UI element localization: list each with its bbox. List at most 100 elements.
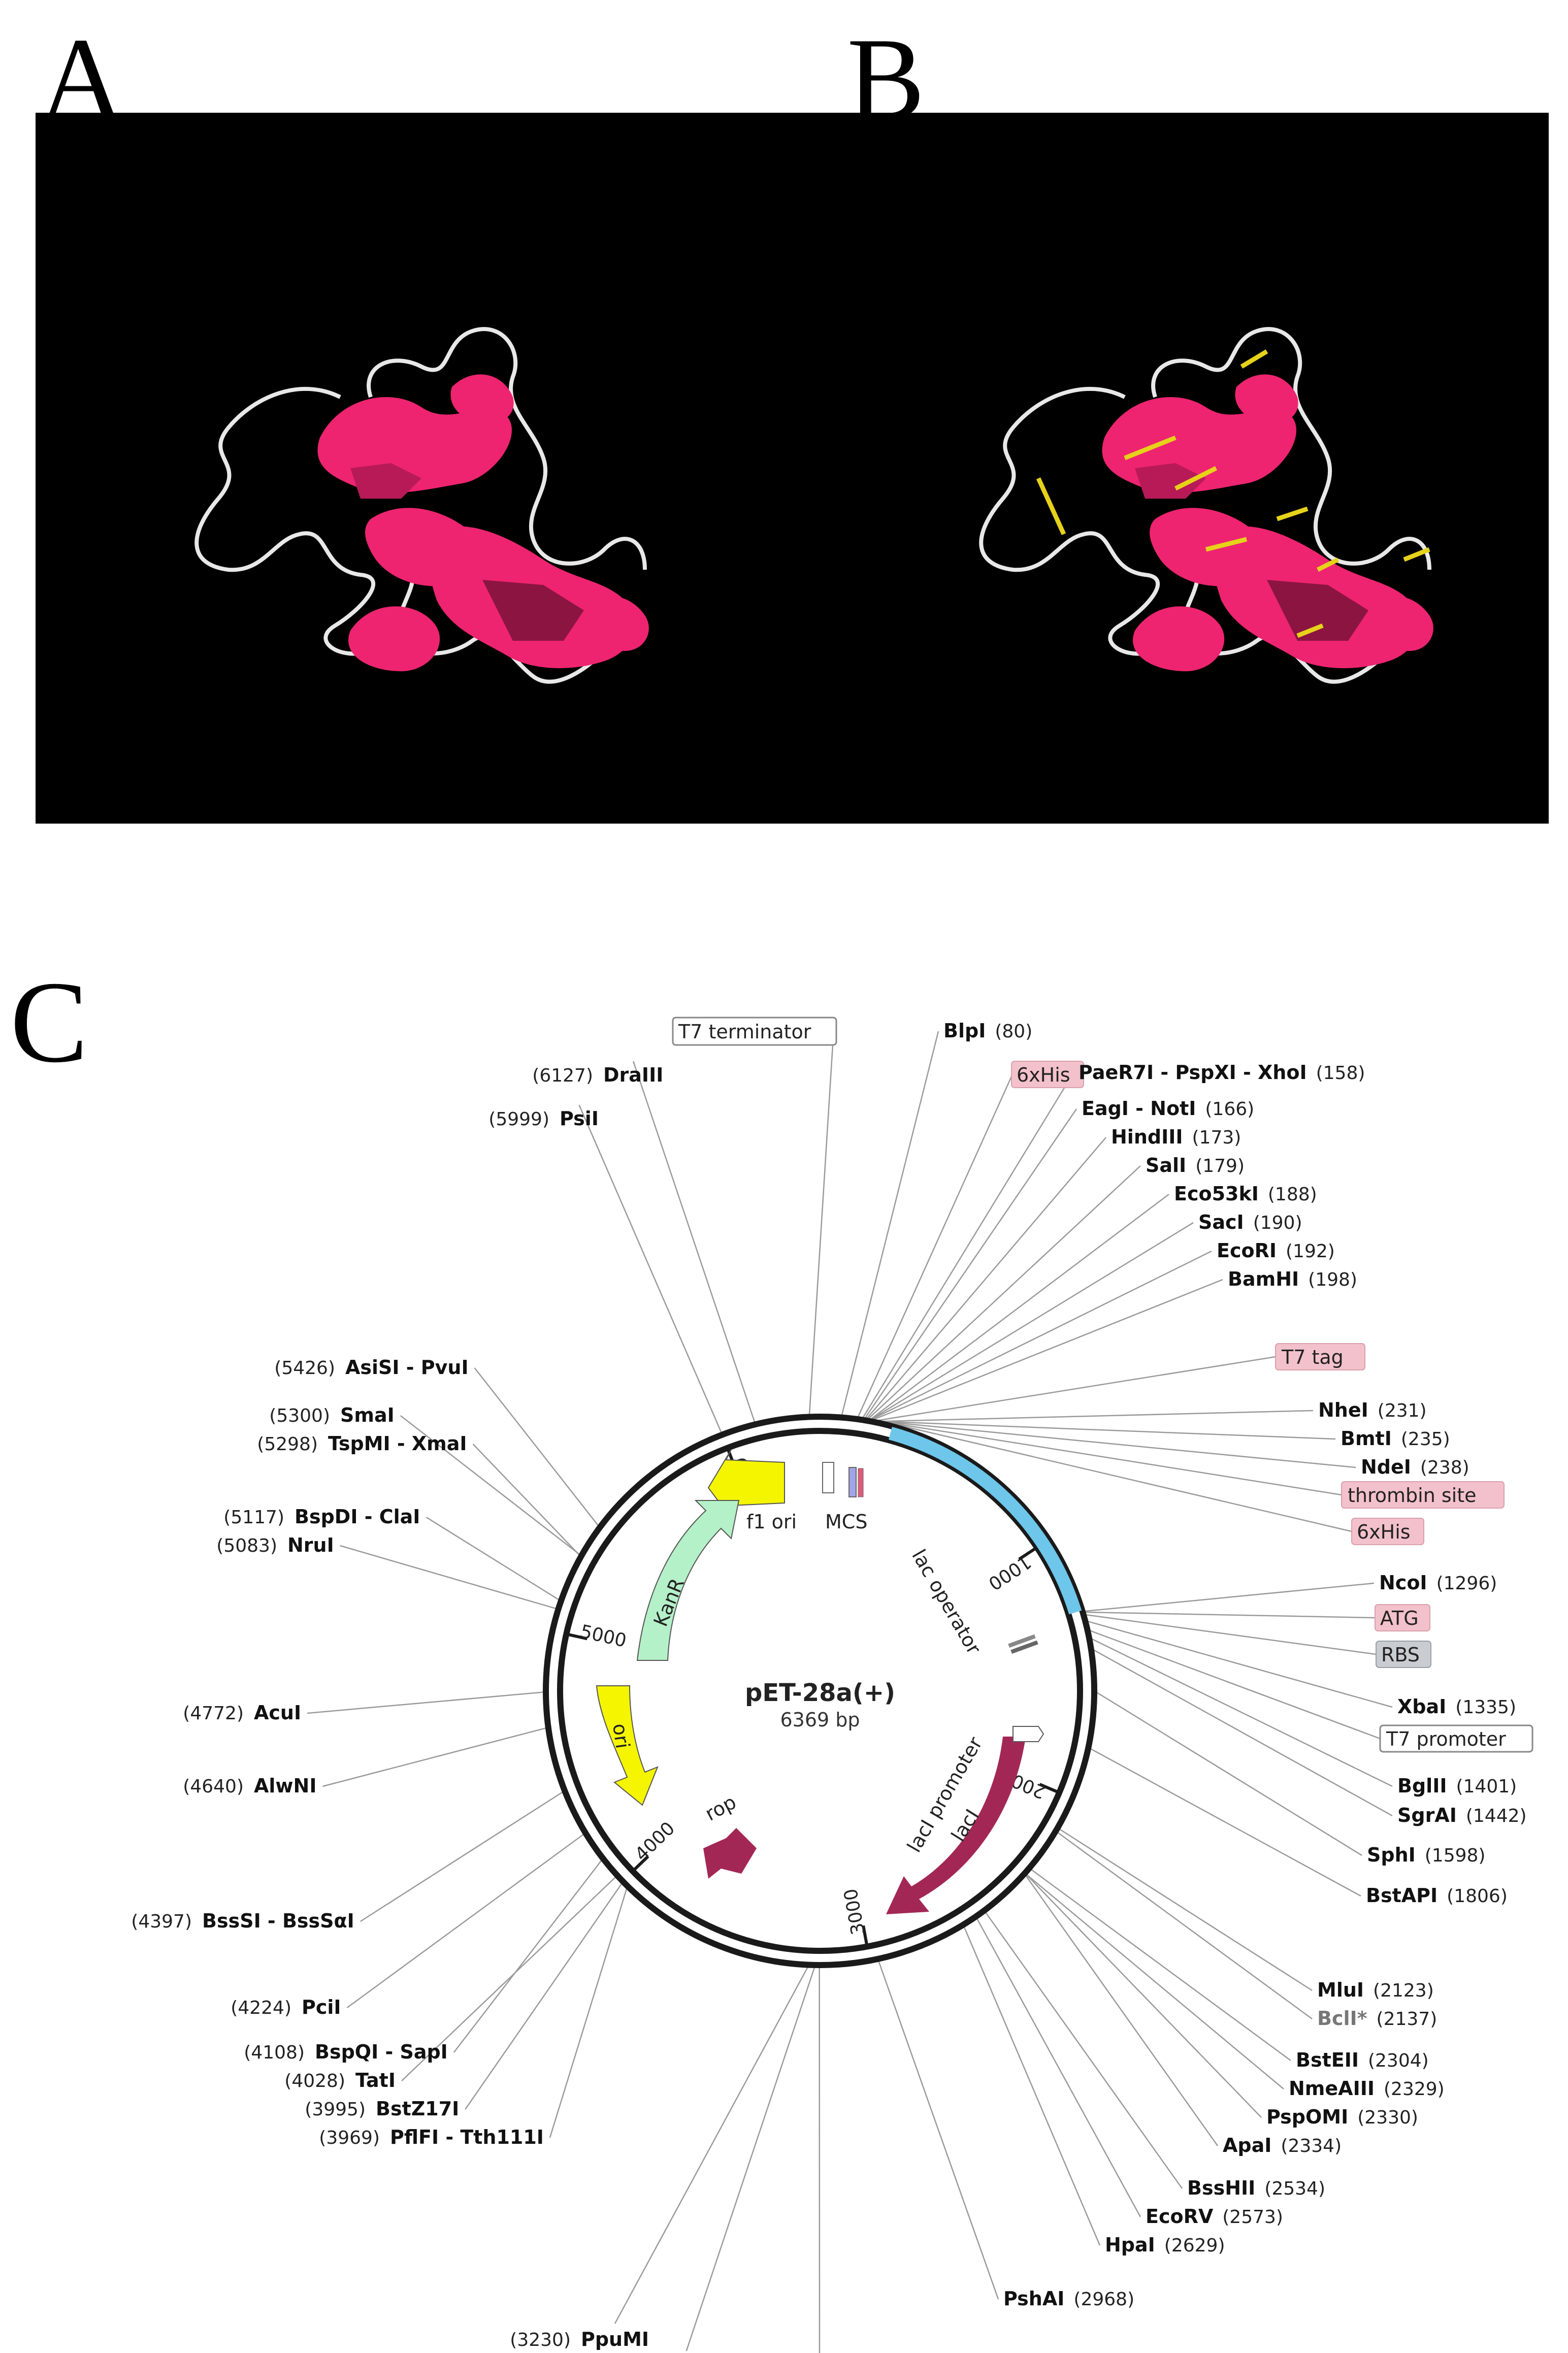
svg-text:T7 terminator: T7 terminator (678, 1021, 811, 1043)
leader-line (1085, 1582, 1375, 1612)
ori-label: ori (608, 1722, 634, 1750)
restriction-site: PshAI(2968) (1003, 2287, 1134, 2310)
helix-a (450, 374, 514, 424)
site-name: SgrAI (1397, 1804, 1457, 1826)
leader-line (426, 1516, 560, 1600)
leader-line (985, 1912, 1183, 2189)
restriction-site: SacI(190) (1198, 1211, 1302, 1233)
rop-label: rop (701, 1791, 740, 1825)
leader-line (474, 1367, 599, 1526)
site-name: PsiI (560, 1107, 599, 1130)
restriction-site: (4640)AlwNI (183, 1775, 316, 1797)
site-position: (2334) (1281, 2136, 1342, 2156)
leader-line (401, 1877, 616, 2081)
site-name: NheI (1318, 1399, 1368, 1421)
leader-line (1090, 1748, 1361, 1897)
leader-line (465, 1883, 623, 2110)
leader-line (549, 1888, 628, 2138)
site-position: (1442) (1466, 1806, 1527, 1826)
restriction-site: SalI(179) (1146, 1154, 1245, 1176)
leader-line (1057, 1832, 1313, 2020)
boxed-feature-6xhis-top: 6xHis (1011, 1061, 1084, 1088)
helix-a (482, 580, 584, 641)
restriction-site: EcoRI (192) (1217, 1239, 1335, 1262)
helix-b (1378, 596, 1433, 651)
site-position: (5999) (488, 1109, 549, 1130)
site-position: (4224) (231, 1998, 291, 2018)
leader-line (1091, 1638, 1393, 1787)
site-position: (179) (1195, 1156, 1245, 1176)
svg-text:T7 tag: T7 tag (1281, 1346, 1344, 1368)
restriction-site: BamHI(198) (1228, 1268, 1357, 1290)
boxed-feature-thrombin-site: thrombin site (1341, 1481, 1505, 1509)
site-name: EagI - NotI (1082, 1097, 1196, 1120)
site-name: MluI (1317, 1979, 1364, 2001)
scale-label: 4000 (631, 1818, 679, 1865)
site-position: (238) (1420, 1457, 1469, 1478)
restriction-site: MluI (2123) (1317, 1979, 1434, 2001)
t7tag-marker (848, 1467, 857, 1497)
site-position: (4108) (244, 2042, 305, 2063)
left-restriction-sites: (6127)DraIII(5999)PsiI(5426)AsiSI - PvuI… (131, 1064, 663, 2350)
site-name: NruI (287, 1534, 334, 1556)
site-name: NcoI (1379, 1572, 1427, 1594)
restriction-site: (5300)SmaI (269, 1404, 394, 1426)
site-name: DraIII (603, 1064, 663, 1086)
site-position: (235) (1401, 1429, 1450, 1450)
leader-line (340, 1545, 557, 1610)
leader-line (871, 1222, 1194, 1420)
site-name: Eco53kI (1174, 1183, 1259, 1205)
site-position: (3995) (305, 2099, 366, 2120)
restriction-site: SgrAI (1442) (1397, 1804, 1527, 1826)
restriction-site: (4772)AcuI (183, 1702, 301, 1724)
svg-text:ATG: ATG (1380, 1607, 1419, 1629)
site-name: SacI (1198, 1211, 1244, 1233)
plasmid-size: 6369 bp (780, 1709, 860, 1731)
site-position: (2304) (1368, 2050, 1429, 2071)
leader-line (884, 1421, 1356, 1468)
restriction-site: (4397)BssSI - BssSαI (131, 1910, 354, 1932)
svg-text:RBS: RBS (1381, 1644, 1420, 1666)
leader-line (1090, 1630, 1381, 1740)
leader-line (841, 1031, 939, 1416)
plasmid-name: pET-28a(+) (745, 1679, 895, 1707)
site-name: TatI (355, 2069, 396, 2091)
leader-line (862, 1072, 1074, 1418)
restriction-site: BssHII(2534) (1187, 2177, 1325, 2199)
protein-structure-a (194, 327, 649, 684)
site-position: (173) (1192, 1127, 1242, 1148)
restriction-site: BlpI(80) (943, 1020, 1032, 1042)
leader-line (887, 1422, 1342, 1496)
protein-structures (194, 327, 1433, 684)
leader-line (1088, 1620, 1393, 1708)
site-name: PpuMI (581, 2328, 649, 2350)
boxed-feature-rbs: RBS (1376, 1641, 1431, 1668)
site-position: (2968) (1073, 2289, 1134, 2310)
restriction-site: (3969)PflFI - Tth111I (319, 2126, 544, 2148)
leader-line (1086, 1614, 1377, 1655)
coil-a (194, 386, 375, 656)
scale-label: 5000 (578, 1621, 628, 1652)
f1-ori-label: f1 ori (746, 1511, 797, 1533)
leader-line (632, 1061, 756, 1422)
restriction-site: NmeAIII(2329) (1289, 2077, 1445, 2100)
site-name: BglII (1397, 1775, 1447, 1797)
restriction-site: ApaI(2334) (1223, 2134, 1342, 2156)
laci-promoter-arrow (1012, 1726, 1044, 1742)
svg-text:T7 promoter: T7 promoter (1386, 1728, 1506, 1750)
leader-line (870, 1194, 1169, 1420)
site-position: (2123) (1373, 1980, 1434, 2001)
leader-line (1059, 1828, 1313, 1991)
site-name: BstZ17I (376, 2098, 459, 2120)
restriction-site: BglII(1401) (1397, 1775, 1517, 1797)
right-restriction-sites: BlpI(80)PaeR7I - PspXI - XhoI(158)EagI -… (943, 1020, 1527, 2310)
leader-line (868, 1165, 1141, 1419)
site-name: EcoRI (1217, 1239, 1277, 1262)
mcs-marker (822, 1462, 834, 1493)
site-name: BmtI (1341, 1427, 1392, 1450)
site-name: NmeAIII (1289, 2077, 1375, 2100)
lac-operator-marker (1008, 1634, 1036, 1648)
site-name: TspMI - XmaI (328, 1432, 467, 1455)
site-position: (192) (1286, 1241, 1335, 1262)
restriction-site: BstAPI(1806) (1366, 1884, 1508, 1907)
